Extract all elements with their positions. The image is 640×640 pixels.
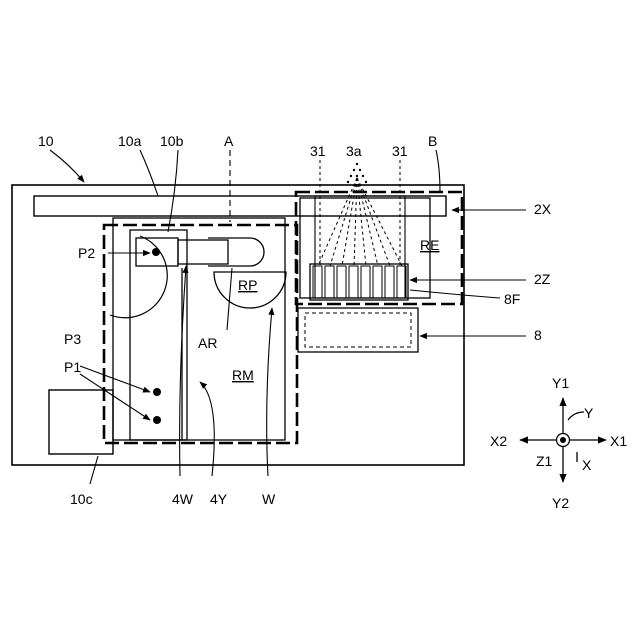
label-4y: 4Y	[210, 491, 228, 507]
point-p1	[153, 416, 161, 424]
axis-label-x: X	[582, 457, 592, 473]
label-corner-box: 10c	[70, 491, 93, 507]
label-nozzle-left: 31	[310, 143, 326, 159]
label-re: RE	[420, 237, 439, 253]
label-device: 10	[38, 133, 54, 149]
label-p1: P1	[64, 359, 81, 375]
arm-bar	[178, 240, 228, 264]
axis-label-x2: X2	[490, 433, 507, 449]
rail-2x	[34, 196, 446, 216]
arm-tip	[208, 238, 264, 266]
housing-outline	[12, 185, 464, 465]
region-b-inner	[315, 196, 405, 298]
label-rp: RP	[238, 277, 257, 293]
label-rail: 2X	[534, 201, 552, 217]
axis-label-y: Y	[584, 405, 594, 421]
label-unit-8f: 8F	[504, 291, 520, 307]
label-nozzle-right: 31	[392, 143, 408, 159]
z-axis-dot	[560, 437, 566, 443]
unit-8-outer	[298, 308, 418, 352]
unit-8-inner	[305, 313, 411, 347]
region-a-dashed	[104, 225, 297, 443]
axis-label-z1: Z1	[536, 453, 553, 469]
label-nozzle-center: 3a	[346, 143, 362, 159]
label-w: W	[262, 491, 276, 507]
label-ar: AR	[198, 335, 217, 351]
arm-swing-arc	[110, 236, 167, 318]
label-unit-2z: 2Z	[534, 271, 551, 287]
label-region-a: A	[224, 133, 234, 149]
label-p2: P2	[78, 245, 95, 261]
axis-label-y2: Y2	[552, 495, 569, 511]
point-p2	[152, 248, 160, 256]
axis-label-x1: X1	[610, 433, 627, 449]
beam-fan	[318, 160, 402, 266]
region-a-inner	[113, 218, 285, 440]
region-b-solid	[300, 198, 430, 298]
label-housing: 10a	[118, 133, 142, 149]
label-region-b: B	[428, 133, 437, 149]
point-p3	[153, 388, 161, 396]
label-p3: P3	[64, 331, 81, 347]
label-base: 10b	[160, 133, 184, 149]
nozzle-cells	[313, 266, 406, 298]
axis-label-y1: Y1	[552, 375, 569, 391]
label-4w: 4W	[172, 491, 194, 507]
label-rm: RM	[232, 367, 254, 383]
label-unit-8: 8	[534, 327, 542, 343]
leader-lines	[50, 150, 526, 484]
